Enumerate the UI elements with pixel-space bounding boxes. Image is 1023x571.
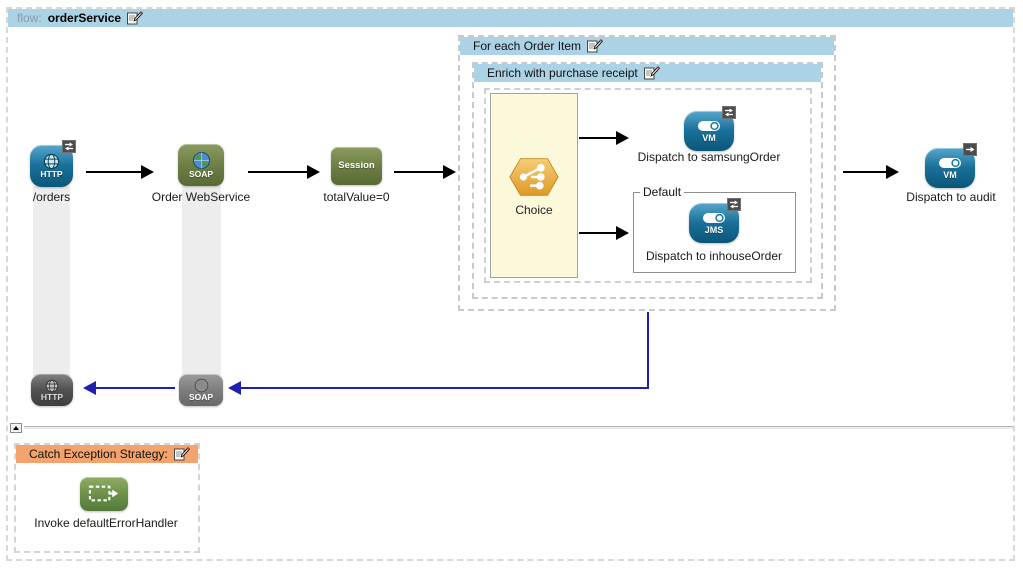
exchange-badge-icon xyxy=(727,198,741,211)
flow-arrow xyxy=(843,164,899,180)
session-caption: Session xyxy=(338,160,375,172)
foreach-scope-header[interactable]: For each Order Item xyxy=(460,37,834,55)
flow-ref-icon xyxy=(88,485,119,502)
flow-arrow xyxy=(248,164,320,180)
vm-audit-endpoint-label: Dispatch to audit xyxy=(906,190,996,204)
cylinder-icon xyxy=(698,120,720,131)
exchange-badge-icon xyxy=(62,140,76,153)
http-endpoint-label: /orders xyxy=(32,190,71,204)
soap-lane xyxy=(182,185,221,376)
flow-header[interactable]: flow: orderService xyxy=(8,9,1013,27)
flow-label: flow: xyxy=(17,11,42,25)
invoke-handler-label: Invoke defaultErrorHandler xyxy=(34,516,178,530)
exception-collapse-toggle[interactable] xyxy=(10,423,22,433)
http-lane xyxy=(33,186,70,376)
triangle-up-icon xyxy=(13,426,19,430)
flow-arrow xyxy=(86,164,154,180)
default-branch-box xyxy=(633,192,796,273)
enrich-processor-area xyxy=(484,88,812,283)
one-way-badge-icon xyxy=(963,143,977,156)
jms-inhouse-endpoint-label: Dispatch to inhouseOrder xyxy=(645,249,783,263)
edit-icon[interactable] xyxy=(587,39,604,53)
default-branch-label: Default xyxy=(640,185,685,199)
session-variable-icon[interactable]: Session xyxy=(331,147,382,185)
choice-icon xyxy=(509,157,559,196)
invoke-handler-icon[interactable] xyxy=(80,477,128,511)
foreach-scope[interactable]: For each Order Item xyxy=(458,35,836,311)
earth-icon xyxy=(192,152,210,170)
vm-caption: VM xyxy=(943,169,957,180)
edit-icon[interactable] xyxy=(127,11,144,25)
http-endpoint-icon[interactable]: HTTP xyxy=(30,145,73,187)
catch-exception-scope[interactable]: Catch Exception Strategy: xyxy=(14,443,200,553)
choice-label: Choice xyxy=(515,202,553,217)
flow-arrow xyxy=(394,164,456,180)
flow-exception-separator xyxy=(24,426,1013,430)
enrich-scope-header[interactable]: Enrich with purchase receipt xyxy=(474,64,821,82)
soap-component-icon[interactable]: SOAP xyxy=(178,144,224,186)
exception-scope-header[interactable]: Catch Exception Strategy: xyxy=(16,445,198,463)
globe-icon xyxy=(45,379,59,393)
jms-caption: JMS xyxy=(704,224,724,235)
response-arrow xyxy=(83,380,175,396)
earth-icon xyxy=(194,379,208,393)
response-path-line xyxy=(647,312,649,388)
exchange-badge-icon xyxy=(722,106,736,119)
choice-branch-arrow xyxy=(579,225,629,241)
choice-branch-arrow xyxy=(579,130,629,146)
vm-caption: VM xyxy=(702,132,716,143)
session-variable-label: totalValue=0 xyxy=(323,190,390,204)
soap-caption: SOAP xyxy=(188,169,214,180)
foreach-scope-title: For each Order Item xyxy=(473,39,582,53)
edit-icon[interactable] xyxy=(173,447,190,461)
enrich-scope[interactable]: Enrich with purchase receipt xyxy=(472,62,823,299)
response-arrow xyxy=(228,380,649,396)
soap-component-label: Order WebService xyxy=(151,190,251,204)
cylinder-icon xyxy=(939,157,961,168)
enrich-scope-title: Enrich with purchase receipt xyxy=(487,66,638,80)
vm-samsung-endpoint-label: Dispatch to samsungOrder xyxy=(637,150,781,164)
choice-router[interactable]: Choice xyxy=(490,93,578,278)
soap-response-icon[interactable]: SOAP xyxy=(179,374,223,406)
globe-icon xyxy=(43,154,60,170)
http-response-icon[interactable]: HTTP xyxy=(31,374,73,406)
http-caption: HTTP xyxy=(40,169,63,180)
cylinder-icon xyxy=(703,212,725,223)
edit-icon[interactable] xyxy=(643,66,660,80)
exception-scope-title: Catch Exception Strategy: xyxy=(29,447,168,461)
soap-response-caption: SOAP xyxy=(188,392,214,403)
http-response-caption: HTTP xyxy=(40,391,64,402)
flow-name: orderService xyxy=(47,11,122,25)
